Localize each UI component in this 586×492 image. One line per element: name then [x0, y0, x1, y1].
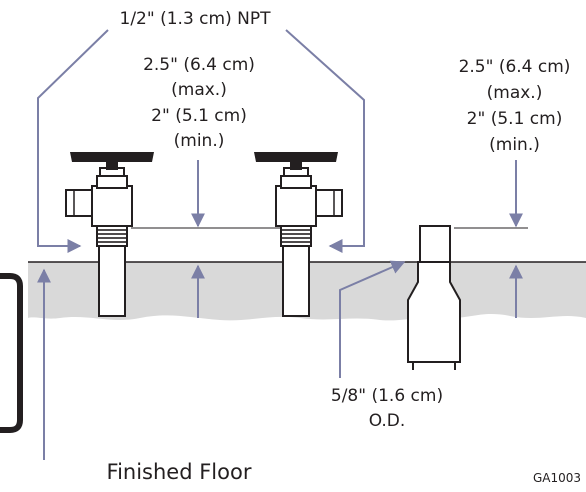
- label-tube-height-min-suffix: (min.): [489, 135, 540, 155]
- label-valve-height-max: 2.5" (6.4 cm): [143, 55, 255, 75]
- tube-stub: [407, 225, 461, 370]
- shutoff-valve-left: [65, 152, 154, 317]
- label-valve-height-min: 2" (5.1 cm): [151, 106, 247, 126]
- label-finished-floor: Finished Floor: [106, 460, 252, 484]
- shutoff-valve-right: [254, 152, 343, 317]
- side-box-outline: [0, 273, 23, 433]
- tube-pipe: [419, 225, 451, 263]
- leader-npt-left: [37, 29, 109, 253]
- label-figure-code: GA1003: [533, 471, 582, 485]
- tube-fitting: [407, 261, 461, 363]
- label-tube-height-max: 2.5" (6.4 cm): [458, 57, 571, 77]
- supply-pipe-right: [282, 245, 310, 317]
- label-tube-height-min: 2" (5.1 cm): [466, 109, 563, 129]
- thread-left: [96, 225, 128, 247]
- valve-handle-left: [70, 152, 154, 162]
- label-tube-height-max-suffix: (max.): [486, 83, 543, 103]
- label-tube-diameter-suffix: O.D.: [368, 411, 406, 431]
- leader-npt-right: [285, 29, 365, 253]
- label-valve-height-min-suffix: (min.): [173, 131, 225, 151]
- leader-tube-diameter: [339, 260, 406, 378]
- valve-handle-right: [254, 152, 338, 162]
- supply-pipe-left: [98, 245, 126, 317]
- label-thread-size: 1/2" (1.3 cm) NPT: [119, 9, 271, 29]
- label-valve-height-max-suffix: (max.): [171, 80, 227, 100]
- label-tube-diameter: 5/8" (1.6 cm): [330, 386, 444, 406]
- thread-right: [280, 225, 312, 247]
